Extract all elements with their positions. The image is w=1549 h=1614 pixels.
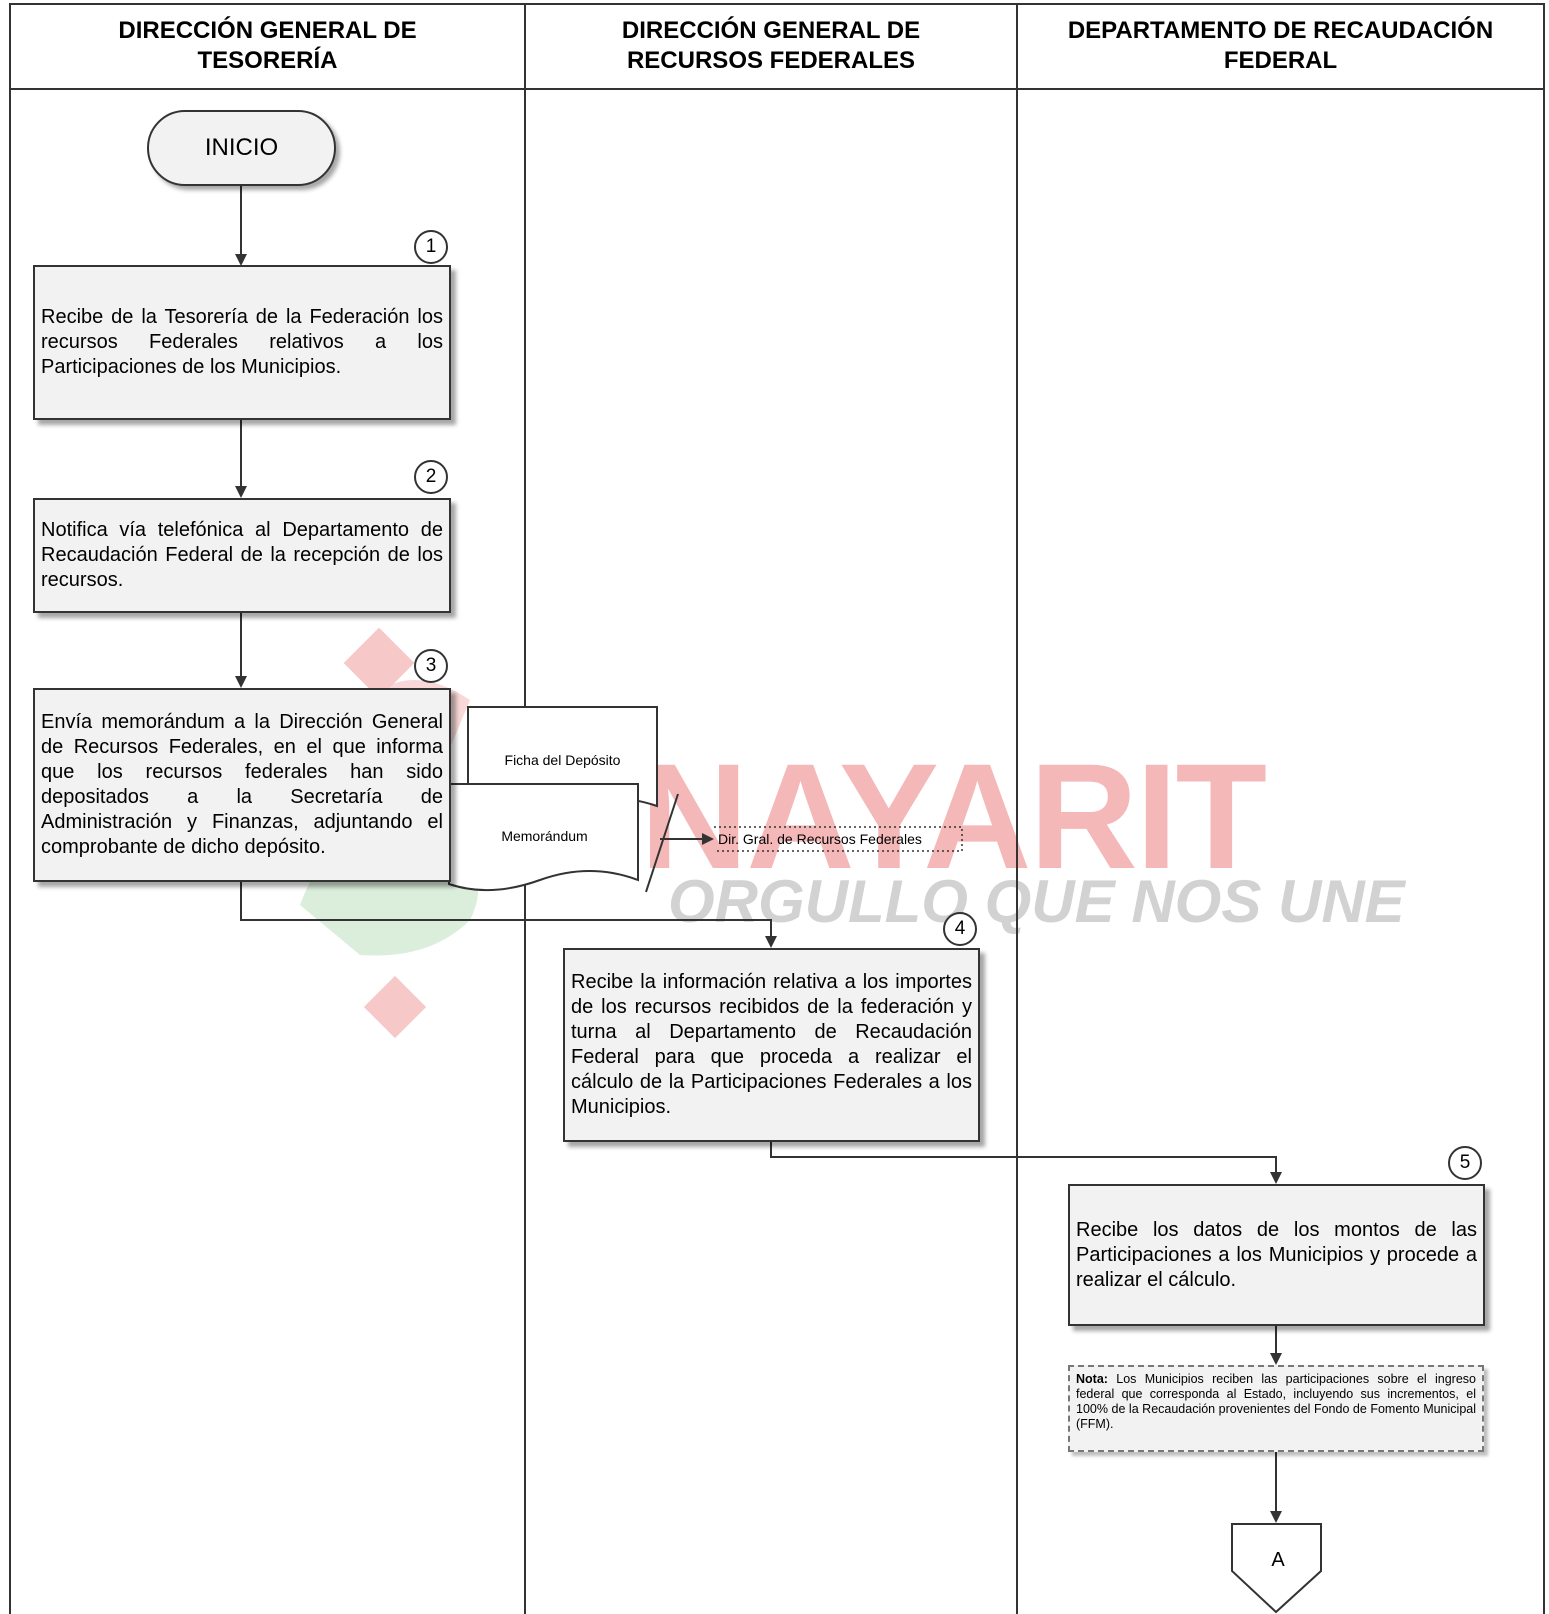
process-step-5-text: Recibe los datos de los montos de las Pa… xyxy=(1076,1218,1477,1291)
document-bracket xyxy=(645,793,679,893)
process-step-3-text: Envía memorándum a la Dirección General … xyxy=(41,711,443,858)
step-number-4: 4 xyxy=(943,912,977,946)
arrow-3-to-4 xyxy=(240,881,777,948)
watermark-diamond-bottom xyxy=(363,975,427,1039)
lane-header-recursos-federales: DIRECCIÓN GENERAL DE RECURSOS FEDERALES xyxy=(621,17,921,74)
off-page-connector-label: A xyxy=(1271,1548,1285,1571)
watermark-diamond-top xyxy=(343,627,415,699)
document-shape-memorandum xyxy=(448,783,639,892)
document-label-memorandum: Memorándum xyxy=(501,828,588,844)
step-number-2: 2 xyxy=(414,460,448,494)
step-number-1: 1 xyxy=(414,230,448,264)
destination-bracket xyxy=(714,826,963,852)
process-step-3: Envía memorándum a la Dirección General … xyxy=(33,688,451,882)
off-page-connector-shape xyxy=(1231,1523,1322,1614)
process-step-2-text: Notifica vía telefónica al Departamento … xyxy=(41,519,443,591)
watermark-slogan: ORGULLO QUE NOS UNE xyxy=(668,868,1407,935)
lane-header-recaudacion-federal: DEPARTAMENTO DE RECAUDACIÓN FEDERAL xyxy=(1067,17,1494,74)
destination-label: Dir. Gral. de Recursos Federales xyxy=(718,831,922,847)
arrow-4-to-5 xyxy=(770,1141,1282,1184)
process-step-1-text: Recibe de la Tesorería de la Federación … xyxy=(41,306,443,378)
lane-header-tesoreria: DIRECCIÓN GENERAL DE TESORERÍA xyxy=(118,17,417,74)
document-label-ficha: Ficha del Depósito xyxy=(504,752,621,768)
step-number-5: 5 xyxy=(1448,1146,1482,1180)
process-step-1: Recibe de la Tesorería de la Federación … xyxy=(33,265,451,420)
note-label: Nota: xyxy=(1076,1372,1108,1386)
note-annotation: Nota: Los Municipios reciben las partici… xyxy=(1068,1365,1484,1452)
start-terminator: INICIO xyxy=(147,110,336,186)
process-step-2: Notifica vía telefónica al Departamento … xyxy=(33,498,451,613)
note-text: Los Municipios reciben las participacion… xyxy=(1076,1372,1476,1431)
process-step-5: Recibe los datos de los montos de las Pa… xyxy=(1068,1184,1485,1326)
step-number-3: 3 xyxy=(414,649,448,683)
watermark-title: NAYARIT xyxy=(640,732,1266,900)
process-step-4: Recibe la información relativa a los imp… xyxy=(563,948,980,1142)
process-step-4-text: Recibe la información relativa a los imp… xyxy=(571,971,972,1118)
